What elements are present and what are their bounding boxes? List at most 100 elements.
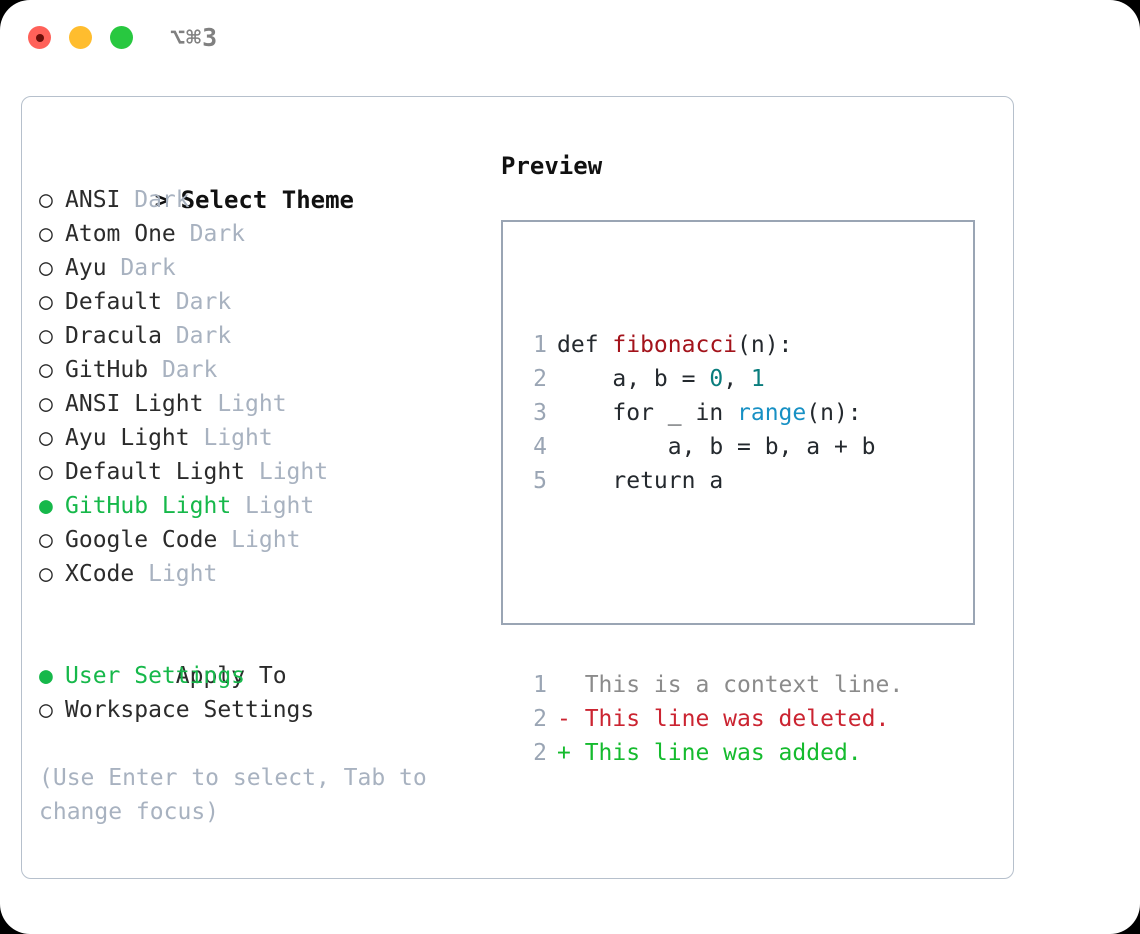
theme-variant-badge: Light <box>189 425 273 451</box>
code-token: def <box>557 332 613 358</box>
apply-to-option-label: Workspace Settings <box>65 697 315 723</box>
theme-variant-badge: Light <box>203 391 287 417</box>
code-token: 0 <box>709 366 724 392</box>
maximize-button[interactable] <box>110 26 133 49</box>
theme-picker-column: >Select Theme ○ANSI Dark○Atom One Dark○A… <box>39 149 499 829</box>
code-token: a, b = <box>557 366 710 392</box>
theme-variant-badge: Light <box>217 527 301 553</box>
line-number: 3 <box>533 400 547 426</box>
theme-variant-badge: Light <box>245 459 329 485</box>
line-number: 2 <box>533 706 547 732</box>
radio-unselected-icon: ○ <box>39 221 53 247</box>
line-number: 4 <box>533 434 547 460</box>
code-token: (n): <box>737 332 793 358</box>
radio-unselected-icon: ○ <box>39 357 53 383</box>
diff-lines: 1 This is a context line. 2 - This line wa… <box>521 668 903 770</box>
code-line: 5 return a <box>521 464 903 498</box>
theme-variant-badge: Dark <box>175 221 246 247</box>
theme-option-ansi-light[interactable]: ○ ANSI Light Light <box>39 387 499 421</box>
radio-unselected-icon: ○ <box>39 391 53 417</box>
theme-option-label: Ayu Light <box>65 425 190 451</box>
code-token: for _ in <box>557 400 738 426</box>
code-token: (n): <box>806 400 862 426</box>
theme-option-github[interactable]: ○ GitHub Dark <box>39 353 499 387</box>
theme-variant-badge: Light <box>134 561 218 587</box>
theme-option-label: ANSI <box>65 187 121 213</box>
close-button[interactable] <box>28 26 51 49</box>
apply-to-option-workspace-settings[interactable]: ○ Workspace Settings <box>39 693 499 727</box>
window-controls <box>28 26 133 49</box>
radio-unselected-icon: ○ <box>39 323 53 349</box>
theme-option-label: XCode <box>65 561 135 587</box>
code-token: a, b = b, a + b <box>557 434 876 460</box>
code-line: 2 a, b = 0, 1 <box>521 362 903 396</box>
theme-variant-badge: Dark <box>161 323 232 349</box>
theme-option-label: ANSI Light <box>65 391 204 417</box>
radio-unselected-icon: ○ <box>39 187 53 213</box>
line-number: 1 <box>533 672 547 698</box>
main-panel: >Select Theme ○ANSI Dark○Atom One Dark○A… <box>21 96 1014 879</box>
theme-option-github-light[interactable]: ● GitHub Light Light <box>39 489 499 523</box>
theme-picker-header: > Select Theme <box>39 149 499 214</box>
code-token: 1 <box>750 366 765 392</box>
preview-title: Preview <box>501 152 603 180</box>
radio-selected-icon: ● <box>39 493 53 519</box>
minimize-button[interactable] <box>69 26 92 49</box>
radio-unselected-icon: ○ <box>39 697 53 723</box>
apply-to-title: Apply To <box>175 663 287 689</box>
radio-selected-icon: ● <box>39 663 53 689</box>
diff-line-add: 2 + This line was added. <box>521 736 903 770</box>
theme-option-dracula[interactable]: ○Dracula Dark <box>39 319 499 353</box>
caret-icon: > <box>154 186 170 214</box>
theme-option-ayu[interactable]: ○Ayu Dark <box>39 251 499 285</box>
code-line: 3 for _ in range(n): <box>521 396 903 430</box>
theme-option-label: GitHub <box>65 357 149 383</box>
diff-line-text: This is a context line. <box>557 672 904 698</box>
code-line: 4 a, b = b, a + b <box>521 430 903 464</box>
theme-option-ayu-light[interactable]: ○ Ayu Light Light <box>39 421 499 455</box>
keyboard-hint: (Use Enter to select, Tab to change focu… <box>39 765 441 825</box>
theme-option-label: GitHub Light <box>65 493 232 519</box>
line-number: 2 <box>533 740 547 766</box>
line-number: 2 <box>533 366 547 392</box>
theme-option-label: Ayu <box>65 255 107 281</box>
theme-option-atom-one[interactable]: ○ Atom One Dark <box>39 217 499 251</box>
keyboard-shortcut-label: ⌥⌘3 <box>170 23 219 52</box>
code-token: , <box>723 366 751 392</box>
theme-picker-title: Select Theme <box>180 186 354 214</box>
theme-option-label: Default <box>65 289 162 315</box>
apply-to-header: ○Apply To <box>39 625 499 689</box>
theme-list: ○ANSI Dark○Atom One Dark○Ayu Dark○Defaul… <box>39 183 499 591</box>
theme-option-default-light[interactable]: ○Default Light Light <box>39 455 499 489</box>
theme-option-google-code[interactable]: ○ Google Code Light <box>39 523 499 557</box>
theme-option-xcode[interactable]: ○XCode Light <box>39 557 499 591</box>
code-token: fibonacci <box>612 332 738 358</box>
code-token: return a <box>557 468 724 494</box>
apply-to-option-user-settings[interactable]: ● User Settings <box>39 659 499 693</box>
diff-line-text: - This line was deleted. <box>557 706 890 732</box>
theme-variant-badge: Light <box>231 493 315 519</box>
diff-line-del: 2 - This line was deleted. <box>521 702 903 736</box>
theme-option-default[interactable]: ○Default Dark <box>39 285 499 319</box>
code-token: range <box>737 400 807 426</box>
radio-unselected-icon: ○ <box>39 289 53 315</box>
theme-variant-badge: Dark <box>106 255 176 281</box>
diff-line-ctx: 1 This is a context line. <box>521 668 903 702</box>
theme-variant-badge: Dark <box>148 357 218 383</box>
theme-option-label: Atom One <box>65 221 176 247</box>
apply-to-list: ● User Settings ○ Workspace Settings <box>39 659 499 727</box>
diff-line-text: + This line was added. <box>557 740 862 766</box>
apply-to-option-label: User Settings <box>65 663 246 689</box>
spacer <box>39 591 499 625</box>
theme-option-label: Default Light <box>65 459 246 485</box>
code-blank-line <box>521 566 903 600</box>
theme-option-label: Google Code <box>65 527 218 553</box>
theme-option-ansi[interactable]: ○ANSI Dark <box>39 183 499 217</box>
radio-unselected-icon: ○ <box>39 527 53 553</box>
radio-unselected-icon: ○ <box>39 425 53 451</box>
